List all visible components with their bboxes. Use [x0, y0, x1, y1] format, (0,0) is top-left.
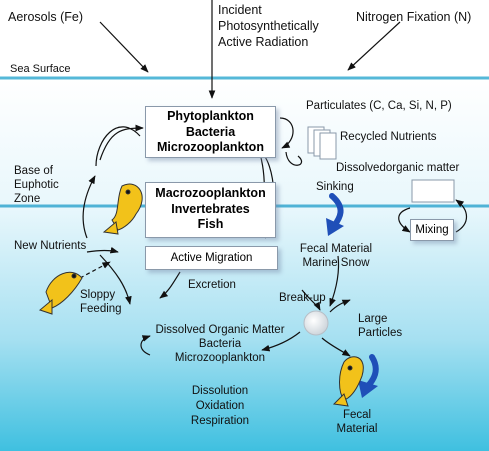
- arrow-large-particles: [329, 299, 351, 313]
- nitrogen-fixation-label: Nitrogen Fixation (N): [356, 10, 472, 24]
- incident-line-3: Active Radiation: [218, 35, 309, 49]
- dissolution-label: Dissolution Oxidation Respiration: [170, 384, 270, 429]
- respiration-line: Respiration: [190, 415, 250, 427]
- nitrogen-arrow: [347, 21, 401, 71]
- dom-line-2: Bacteria: [198, 338, 242, 350]
- feeding-line: Feeding: [80, 303, 122, 315]
- arrow-excretion: [159, 271, 181, 299]
- fecal-line: Fecal: [342, 409, 372, 421]
- arrow-fecal-down: [329, 255, 340, 307]
- fecal-material-line: Fecal Material: [299, 243, 373, 255]
- material-line: Material: [336, 423, 378, 435]
- incident-line-2: Photosynthetically: [218, 19, 319, 33]
- excretion-label: Excretion: [188, 279, 236, 291]
- breakup-particle: [303, 310, 329, 336]
- new-nutrients-label: New Nutrients: [14, 240, 87, 252]
- fecal-sinking-arrowhead: [358, 380, 378, 398]
- sinking-label: Sinking: [316, 181, 354, 193]
- incident-line-1: Incident: [218, 3, 262, 17]
- base-line-2: Euphotic: [14, 179, 59, 191]
- sloppy-line: Sloppy: [80, 289, 116, 301]
- dom-line-1: Dissolved Organic Matter: [155, 324, 285, 336]
- fish-label: Fish: [197, 217, 224, 232]
- fecal-material-bottom-label: Fecal Material: [332, 408, 382, 436]
- active-migration-box: Active Migration: [145, 246, 278, 270]
- fecal-marine-snow-label: Fecal Material Marine Snow: [294, 242, 378, 270]
- sinking-arrowhead: [326, 218, 344, 236]
- fish-icon-lower: [38, 271, 83, 315]
- arrow-to-fecal: [321, 337, 351, 357]
- arrow-breakup-in: [301, 289, 321, 311]
- dom-line-3: Microzooplankton: [174, 352, 266, 364]
- consumers-box: Macrozooplankton Invertebrates Fish: [145, 182, 276, 238]
- dissolved-organic-matter-group: Dissolved Organic Matter Bacteria Microz…: [140, 323, 300, 365]
- sloppy-dashed: [79, 261, 111, 279]
- particulates-label: Particulates (C, Ca, Si, N, P): [306, 100, 452, 112]
- particulates-icon: [307, 126, 337, 160]
- arrow-mixing-right: [455, 199, 468, 233]
- dissolution-line: Dissolution: [191, 385, 249, 397]
- bacteria-label: Bacteria: [185, 124, 236, 139]
- aerosols-label: Aerosols (Fe): [8, 10, 84, 24]
- microzooplankton-label: Microzooplankton: [157, 140, 264, 155]
- primary-producers-box: Phytoplankton Bacteria Microzooplankton: [145, 106, 276, 158]
- sloppy-feeding-label: Sloppy Feeding: [80, 288, 122, 316]
- arrow-cycle-left: [95, 126, 141, 167]
- arrow-newnutrients-right: [86, 246, 119, 254]
- arrow-sloppy-down: [99, 254, 132, 305]
- breakup-label: Break-up: [279, 292, 326, 304]
- incident-radiation-label: Incident Photosynthetically Active Radia…: [218, 2, 319, 50]
- fish-icon-bottom: [332, 356, 364, 407]
- dissolved-organic-matter-label: Dissolvedorganic matter: [336, 162, 460, 174]
- euphotic-zone-label: Base of Euphotic Zone: [14, 164, 59, 206]
- fish-icon-upper: [102, 183, 143, 235]
- base-line-3: Zone: [14, 193, 41, 205]
- arrow-mixing-left: [398, 207, 411, 233]
- phytoplankton-label: Phytoplankton: [167, 109, 254, 123]
- large-particles-label: Large Particles: [358, 312, 402, 340]
- arrow-to-phyto: [99, 124, 144, 161]
- aerosols-arrow: [99, 21, 149, 73]
- arrow-newnutrients-up: [82, 175, 96, 239]
- arrow-particulates-loop: [279, 117, 294, 149]
- mixing-upper-box: [411, 179, 455, 203]
- base-line-1: Base of: [14, 165, 53, 177]
- sea-surface-label: Sea Surface: [10, 63, 71, 75]
- recycled-nutrients-label: Recycled Nutrients: [340, 131, 437, 143]
- oxidation-line: Oxidation: [195, 400, 245, 412]
- macrozooplankton-label: Macrozooplankton: [155, 186, 266, 200]
- arrow-dom-loop-left: [140, 335, 151, 356]
- mixing-box: Mixing: [410, 219, 454, 241]
- particles-line: Particles: [358, 327, 403, 339]
- large-line: Large: [358, 313, 388, 325]
- invertebrates-label: Invertebrates: [171, 201, 250, 216]
- marine-snow-line: Marine Snow: [302, 257, 370, 269]
- input-arrows: [99, 0, 401, 99]
- arrow-to-dom: [261, 331, 301, 352]
